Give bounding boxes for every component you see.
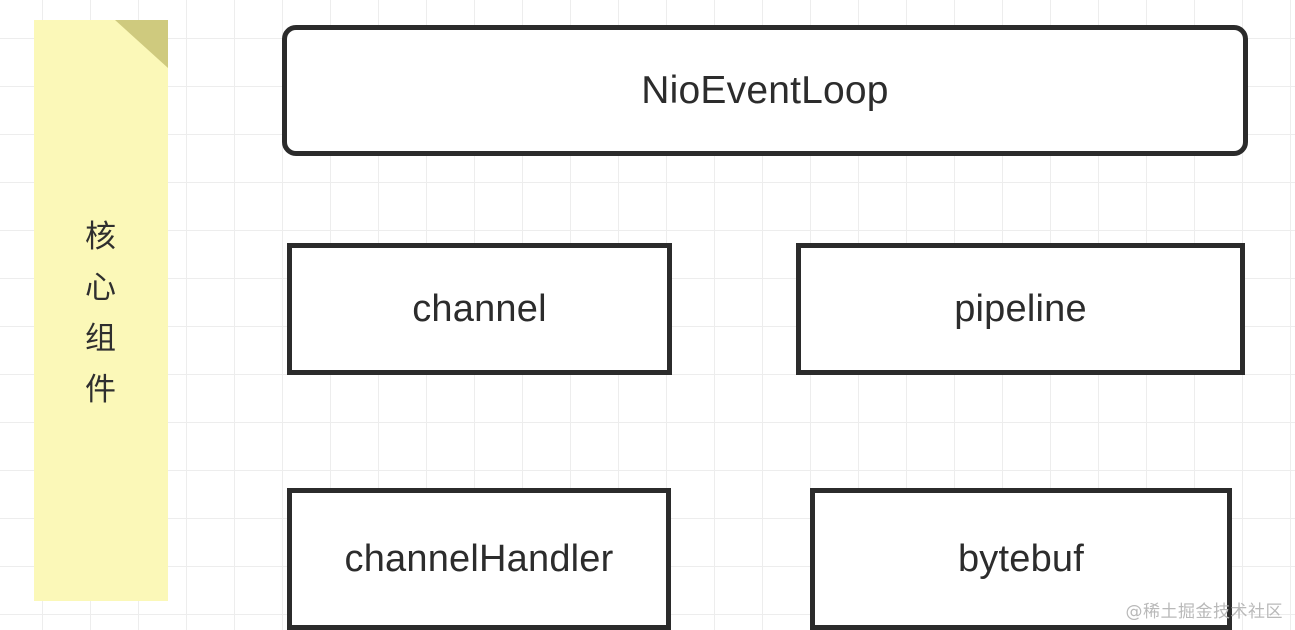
node-nioeventloop[interactable]: NioEventLoop — [282, 25, 1248, 156]
node-pipeline[interactable]: pipeline — [796, 243, 1245, 375]
node-bytebuf[interactable]: bytebuf — [810, 488, 1232, 630]
node-nioeventloop-label: NioEventLoop — [641, 69, 889, 112]
node-channelhandler[interactable]: channelHandler — [287, 488, 671, 630]
node-bytebuf-label: bytebuf — [957, 538, 1085, 580]
sticky-note-fold-corner — [115, 20, 168, 68]
sticky-note-label: 核 心 组 件 — [85, 219, 117, 409]
node-channelhandler-label: channelHandler — [344, 538, 614, 580]
node-pipeline-label: pipeline — [954, 288, 1087, 330]
node-channel-label: channel — [412, 288, 547, 330]
sticky-note-core-components: 核 心 组 件 — [34, 20, 168, 601]
watermark-text: @稀土掘金技术社区 — [1125, 602, 1283, 622]
node-channel[interactable]: channel — [287, 243, 672, 375]
